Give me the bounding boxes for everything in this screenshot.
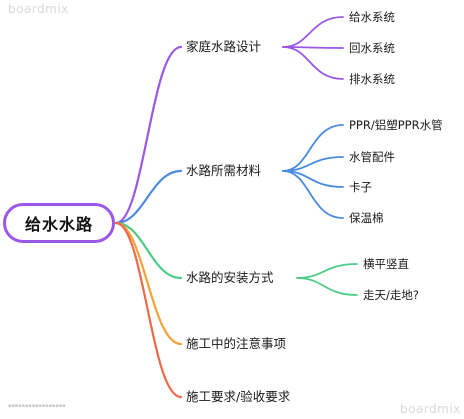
leaf-drain-system[interactable]: 排水系统 <box>349 72 395 86</box>
connector-branch-0-leaf-0 <box>282 16 344 48</box>
branch-notes[interactable]: 施工中的注意事项 <box>186 336 287 351</box>
branch-materials[interactable]: 水路所需材料 <box>186 163 262 178</box>
leaf-insulation[interactable]: 保温棉 <box>349 211 384 225</box>
leaf-ppr-pipe[interactable]: PPR/铝塑PPR水管 <box>349 118 443 132</box>
leaf-clamps[interactable]: 卡子 <box>349 180 372 194</box>
connector-root-to-branch-2 <box>114 221 183 280</box>
connector-branch-2-leaf-0 <box>296 263 358 279</box>
connector-branch-0-leaf-2 <box>282 46 344 80</box>
connector-branch-1-leaf-3 <box>282 170 344 219</box>
leaf-pipe-fittings[interactable]: 水管配件 <box>349 150 395 164</box>
leaf-return-system[interactable]: 回水系统 <box>349 41 395 55</box>
connector-root-to-branch-4 <box>114 221 183 399</box>
leaf-supply-system[interactable]: 给水系统 <box>349 10 395 24</box>
branch-acceptance[interactable]: 施工要求/验收要求 <box>186 389 291 404</box>
connector-root-to-branch-1 <box>114 169 183 225</box>
connector-root-to-branch-3 <box>114 221 183 346</box>
connector-branch-1-leaf-0 <box>282 124 344 172</box>
leaf-level-plumb[interactable]: 横平竖直 <box>363 257 409 271</box>
connector-branch-2-leaf-1 <box>296 277 358 296</box>
root-topic[interactable]: 给水水路 <box>3 203 115 243</box>
branch-design[interactable]: 家庭水路设计 <box>186 39 262 54</box>
watermark-bottom: boardmix <box>400 402 461 416</box>
branch-install[interactable]: 水路的安装方式 <box>186 270 274 285</box>
watermark-top: boardmix <box>8 2 69 16</box>
root-topic-label: 给水水路 <box>24 215 93 234</box>
watermark-faint-strip: ▪▪▪▪▪▪▪▪▪▪▪▪▪▪▪▪▪ <box>8 403 66 409</box>
connector-root-to-branch-0 <box>114 45 183 225</box>
leaf-ceiling-floor[interactable]: 走天/走地? <box>363 288 419 302</box>
